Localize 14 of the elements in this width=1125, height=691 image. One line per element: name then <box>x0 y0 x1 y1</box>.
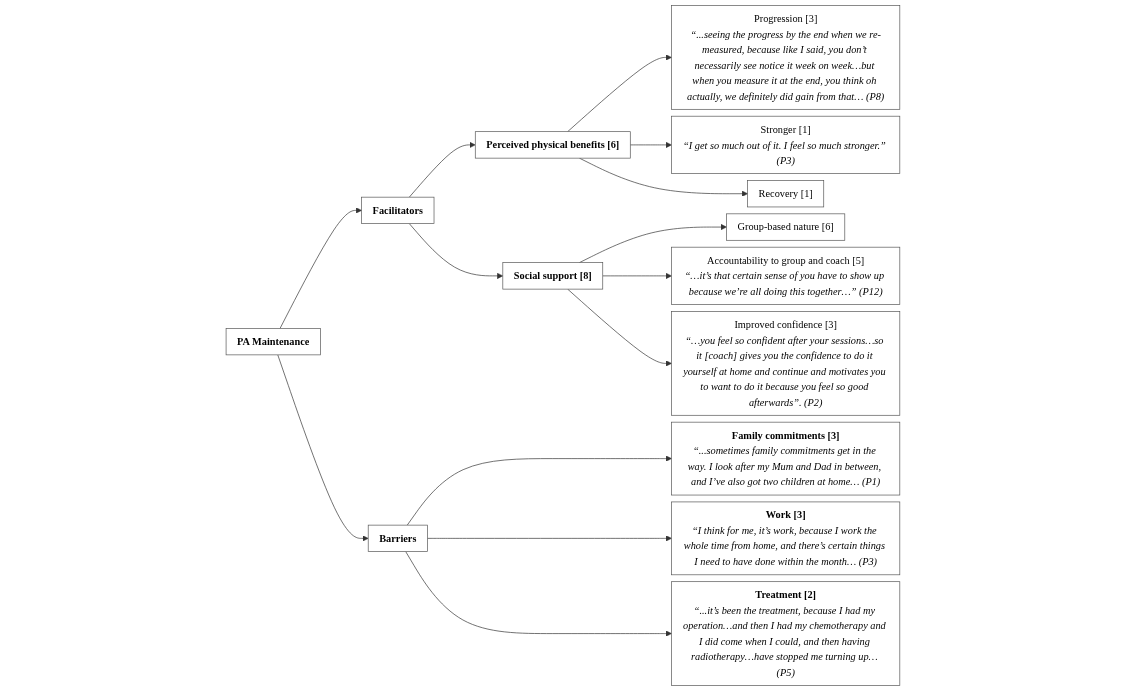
node-box: Facilitators <box>360 196 434 224</box>
node-box: Social support [8] <box>502 262 603 290</box>
node-box: Family commitments [3] “...sometimes family commitments get in the way. I look after my Mum and Dad in between, and I’ve also got two children at home… (P1) <box>670 421 900 496</box>
node-box: Group-based nature [6] <box>725 213 845 241</box>
node-box: Recovery [1] <box>746 180 824 208</box>
node-box: Perceived physical benefits [6] <box>474 131 631 159</box>
node-box: Stronger [1] “I get so much out of it. I feel so much stronger.” (P3) <box>670 115 900 174</box>
node-box: Treatment [2] “...it’s been the treatment, because I had my operation…and then I had my chemotherapy and I did come when I could, and then having radiotherapy…have stopped me turning up… (P5) <box>670 581 900 686</box>
node-box: PA Maintenance <box>225 328 321 356</box>
node-box: Work [3] “I think for me, it’s work, because I work the whole time from home, and there’s certain things I need to have done within the month… (P3) <box>670 501 900 576</box>
node-box: Accountability to group and coach [5] “…it’s that certain sense of you have to show up because we’re all doing this together…” (P12) <box>670 246 900 305</box>
node-box: Progression [3] “...seeing the progress by the end when we re-measured, because like I said, you don’t necessarily see notice it week on week…but when you measure it at the end, you think oh actually, we definitely did gain from that… (P8) <box>670 5 900 110</box>
node-box: Improved confidence [3] “…you feel so confident after your sessions…so it [coach] gives you the confidence to do it yourself at home and continue and motivates you to want to do it because you feel so good afterwards”. (P2) <box>670 311 900 416</box>
node-box: Barriers <box>367 524 428 552</box>
